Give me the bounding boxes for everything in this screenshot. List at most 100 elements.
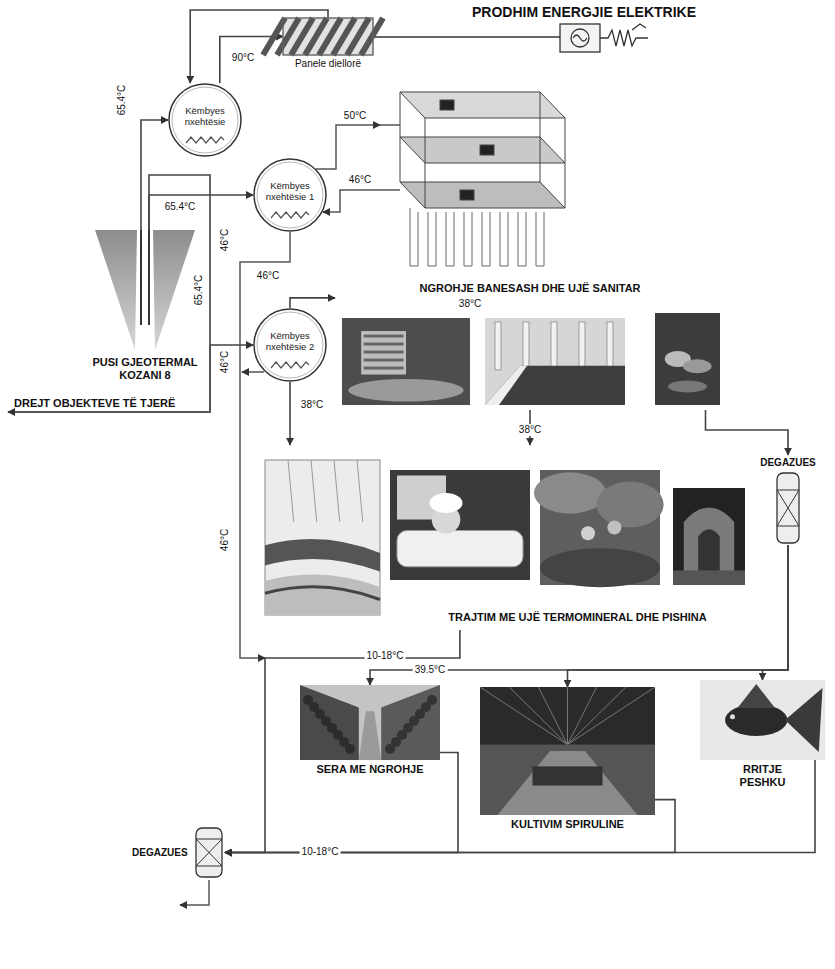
floor-heating-illustration xyxy=(440,100,454,110)
heating-group-shape xyxy=(335,280,725,410)
pipe-connector xyxy=(763,545,789,680)
photo-sera xyxy=(300,685,359,760)
temperature-label: 65.4°C xyxy=(163,201,198,213)
photo-sera xyxy=(385,744,395,754)
section-title: PRODHIM ENERGJIE ELEKTRIKE xyxy=(470,4,698,20)
photo-sera xyxy=(300,685,440,760)
heat-exchanger: Këmbyes nxehtësie 1 xyxy=(253,158,327,232)
temperature-label: 38°C xyxy=(299,399,325,411)
photo-tunnel xyxy=(673,488,745,585)
floor-heating-illustration xyxy=(380,92,565,266)
photo-stairs xyxy=(265,587,380,600)
pipe-connector xyxy=(225,753,458,853)
temperature-label: 46°C xyxy=(255,270,281,282)
photo-garden xyxy=(655,313,720,405)
photo-rocks xyxy=(596,482,663,528)
temperature-label: 50°C xyxy=(342,110,368,122)
photo-solar xyxy=(263,18,383,55)
photo-hotel xyxy=(364,351,404,354)
node-text: Këmbyes nxehtësie xyxy=(176,106,234,128)
return-pipe xyxy=(316,125,380,169)
generator-symbol xyxy=(600,30,648,46)
photo-stairs xyxy=(288,460,294,522)
photo-fish xyxy=(725,704,788,736)
temperature-label: 39.5°C xyxy=(413,664,448,676)
photo-spir xyxy=(498,751,638,815)
photo-stairs xyxy=(334,460,340,522)
node-text: RRITJE PESHKU xyxy=(727,763,799,788)
photo-hotel xyxy=(364,343,404,346)
generator-symbol xyxy=(373,36,560,37)
node-text: DEGAZUES xyxy=(132,847,194,859)
degasser-shape xyxy=(196,839,222,866)
photo-hotel xyxy=(364,367,404,370)
photo-indoor xyxy=(523,322,529,370)
photo-indoor xyxy=(551,322,557,370)
photo-indoor xyxy=(485,366,527,405)
temperature-label: 38°C xyxy=(517,424,543,436)
spirulina-photo-shape xyxy=(480,687,655,815)
photo-fish xyxy=(785,688,823,752)
photo-tunnel xyxy=(673,488,745,585)
photo-fish xyxy=(738,684,776,708)
pipe-connector xyxy=(289,382,291,445)
node-text: DEGAZUES xyxy=(757,457,819,469)
pipe-connector xyxy=(220,37,283,84)
heat-exchanger-shape xyxy=(257,162,323,228)
heating-group: NGROHJE BANESASH DHE UJË SANITAR xyxy=(335,280,725,410)
solar-panel-photo-shape xyxy=(283,18,373,55)
photo-bath xyxy=(430,493,463,513)
photo-hotel xyxy=(348,379,463,402)
photo-spir xyxy=(533,766,603,785)
node-text: SERA ME NGROHJE xyxy=(300,763,440,776)
floor-heating-illustration xyxy=(460,190,474,200)
return-pipe xyxy=(180,880,209,905)
photo-rocks xyxy=(540,548,660,587)
photo-spir xyxy=(568,687,597,745)
photo-sera xyxy=(381,685,440,760)
heat-exchanger-shape xyxy=(271,212,309,218)
photo-hotel xyxy=(342,318,470,405)
heat-exchanger-shape xyxy=(172,87,238,153)
heat-exchanger-shape xyxy=(254,309,326,381)
node-text: Panele diellorë xyxy=(283,58,373,70)
degasser-shape xyxy=(777,490,799,526)
photo-solar xyxy=(283,18,373,55)
photo-spir xyxy=(480,745,655,815)
temperature-label: 46°C xyxy=(219,227,231,253)
temperature-label: 46°C xyxy=(347,174,373,186)
photo-indoor xyxy=(485,318,625,405)
photo-spir xyxy=(480,687,655,815)
geothermal-well-shape xyxy=(95,230,137,350)
return-pipe xyxy=(242,371,264,373)
photo-rocks xyxy=(534,470,664,587)
return-pipe xyxy=(8,125,380,905)
node-text: PUSI GJEOTERMAL KOZANI 8 xyxy=(83,356,207,381)
photo-spir xyxy=(568,687,626,745)
fish-farm-photo: RRITJE PESHKU xyxy=(700,680,825,760)
photo-fish xyxy=(700,680,825,760)
photo-hotel xyxy=(361,331,406,375)
photo-tunnel xyxy=(673,570,745,585)
photo-rocks xyxy=(581,526,595,540)
photo-stairs xyxy=(265,574,380,615)
photo-stairs xyxy=(265,539,380,572)
generator-symbol xyxy=(571,29,589,47)
return-pipe xyxy=(8,345,210,412)
outlet-label: DREJT OBJEKTEVE TË TJERË xyxy=(12,397,177,410)
node-text: KULTIVIM SPIRULINE xyxy=(480,818,655,831)
photo-spir xyxy=(480,687,655,815)
photo-hotel xyxy=(342,318,470,405)
photo-spir xyxy=(480,687,568,745)
photo-fish xyxy=(730,714,735,719)
pipe-connector xyxy=(225,630,460,853)
floor-heating-illustration xyxy=(400,92,565,208)
photo-indoor xyxy=(485,318,625,405)
photo-garden xyxy=(683,359,712,373)
photo-sera xyxy=(300,685,440,760)
photo-hotel xyxy=(364,359,404,362)
node-text: Këmbyes nxehtësie 1 xyxy=(261,181,319,203)
geothermal-well-shape xyxy=(141,230,149,325)
pipe-connector xyxy=(149,195,253,230)
photo-stairs xyxy=(357,460,363,522)
